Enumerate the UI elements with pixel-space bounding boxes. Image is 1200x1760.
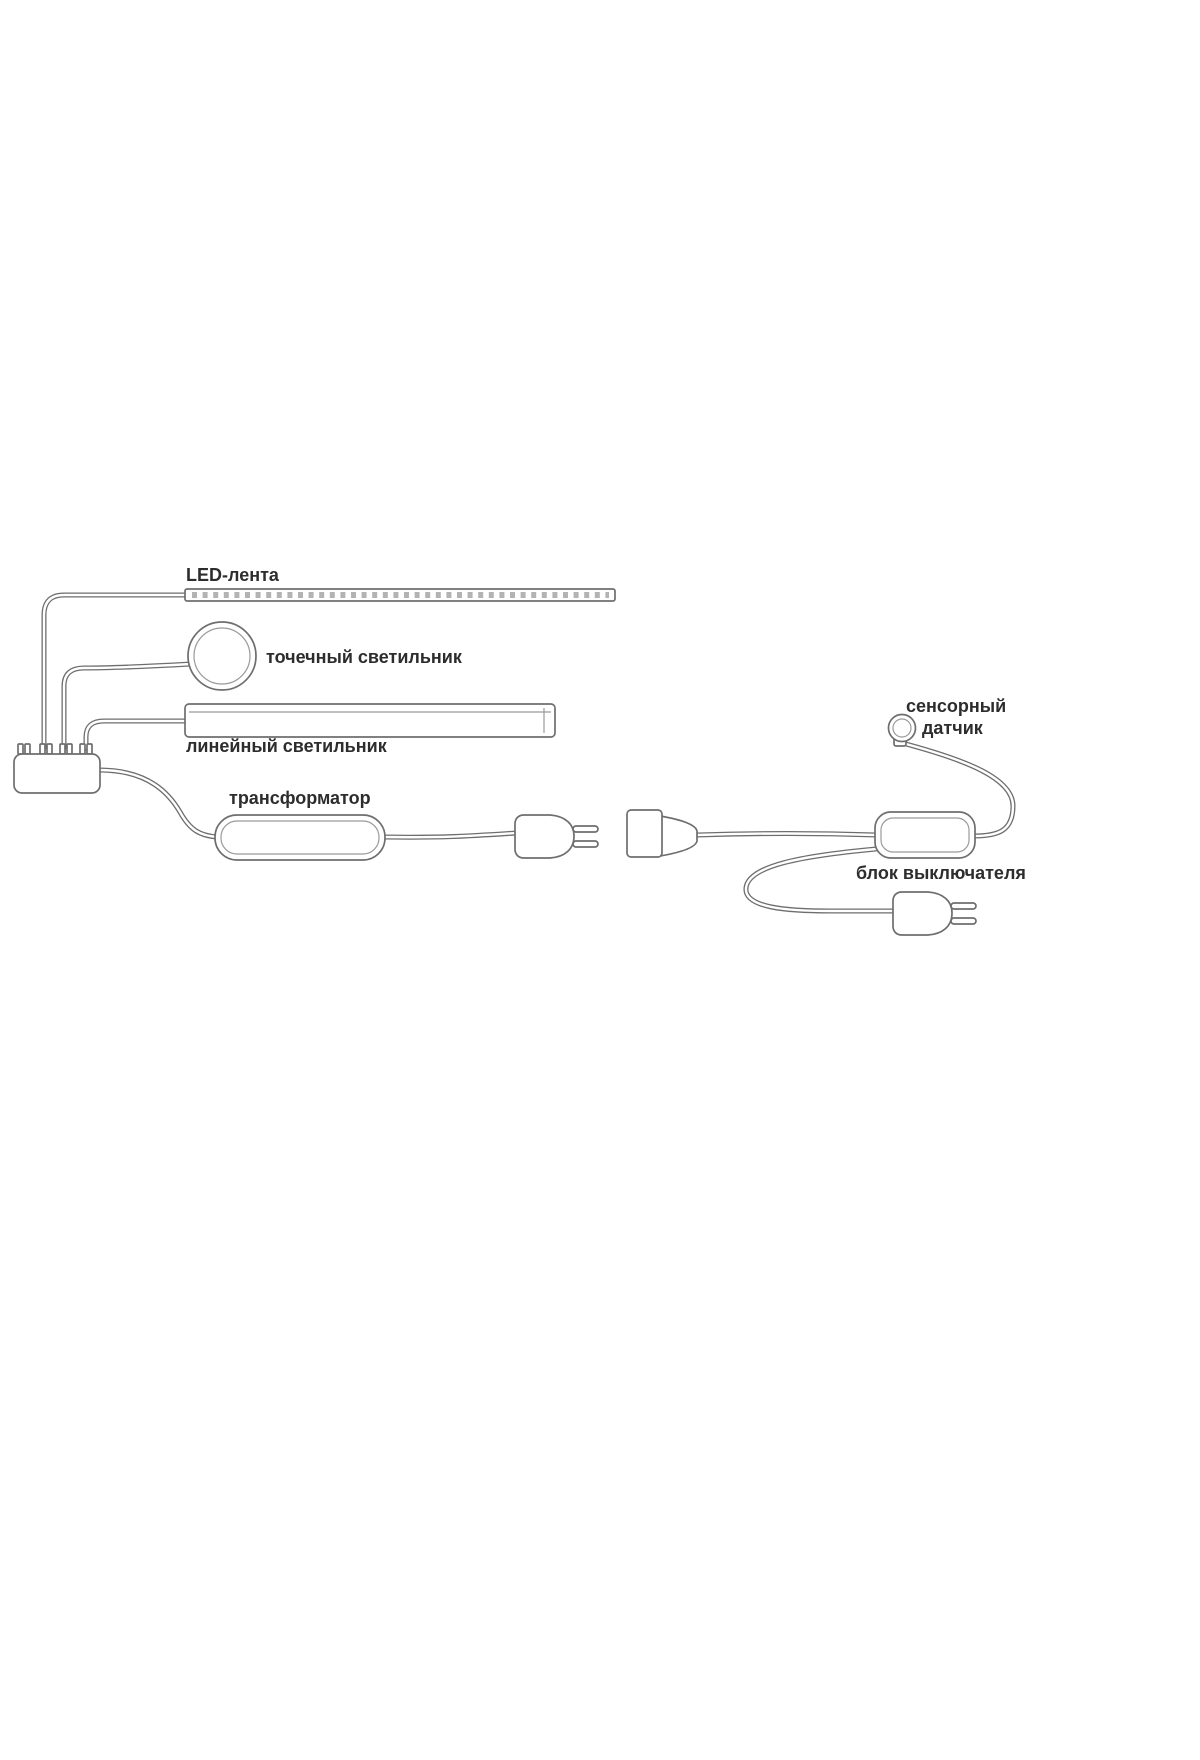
inline-socket bbox=[626, 809, 698, 858]
cable-spot-light bbox=[64, 664, 191, 748]
spot-light-label: точечный светильник bbox=[266, 647, 463, 667]
transformer-label: трансформатор bbox=[229, 788, 371, 808]
cable-transformer-to-plug bbox=[383, 833, 516, 837]
power-plug-main bbox=[514, 814, 599, 859]
led-strip bbox=[184, 588, 616, 602]
led-strip-label: LED-лента bbox=[186, 565, 280, 585]
cable-linear-light bbox=[86, 721, 186, 748]
linear-light bbox=[184, 703, 556, 738]
sensor-label-line2: датчик bbox=[922, 718, 984, 738]
transformer bbox=[214, 814, 386, 861]
cable-socket-to-switch bbox=[697, 834, 877, 836]
sensor-label-line1: сенсорный bbox=[906, 696, 1006, 716]
touch-sensor-icon bbox=[887, 713, 917, 747]
switch-block-label: блок выключателя bbox=[856, 863, 1026, 883]
power-plug-switch bbox=[892, 891, 977, 936]
switch-block bbox=[874, 811, 976, 859]
hub-socket bbox=[17, 743, 31, 755]
hub-connector bbox=[13, 743, 101, 794]
cable-hub-to-transformer bbox=[99, 770, 218, 837]
spot-light bbox=[187, 621, 257, 691]
linear-light-label: линейный светильник bbox=[186, 736, 388, 756]
